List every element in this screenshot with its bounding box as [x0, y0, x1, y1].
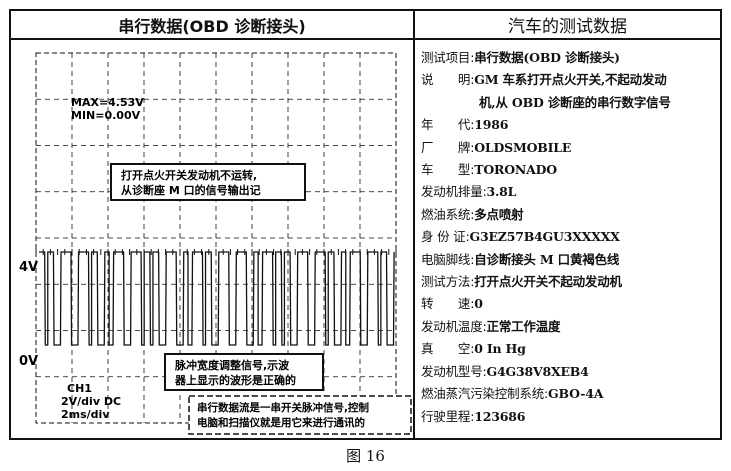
test-data-rows: 测试项目:串行数据(OBD 诊断接头)说 明:GM 车系打开点火开关,不起动发动… [421, 47, 716, 428]
test-data-row: 发动机温度:正常工作温度 [421, 316, 716, 338]
row-label: 燃油系统: [421, 206, 475, 222]
row-value: TORONADO [474, 162, 557, 178]
row-label: 真 空: [421, 341, 475, 357]
row-label: 电脑脚线: [421, 251, 475, 267]
test-data-row: 说 明:GM 车系打开点火开关,不起动发动 [421, 69, 716, 91]
test-data-row: 电脑脚线:自诊断接头 M 口黄褐色线 [421, 249, 716, 271]
waveform-panel: 串行数据(OBD 诊断接头) MAX=4.53V MIN=0.00V 4V 0V… [11, 11, 415, 438]
waveform-trace [39, 251, 395, 346]
test-data-row: 测试方法:打开点火开关不起动发动机 [421, 271, 716, 293]
test-data-row: 年 代:1986 [421, 114, 716, 136]
row-label: 测试项目: [421, 50, 475, 65]
test-data-row: 身 份 证:G3EZ57B4GU3XXXXX [421, 226, 716, 248]
annotation-mid-box [164, 353, 324, 391]
test-data-row: 发动机排量:3.8L [421, 181, 716, 203]
annotation-top-box [110, 163, 306, 201]
test-data-row: 转 速:0 [421, 293, 716, 315]
row-label: 燃油蒸汽污染控制系统: [421, 386, 549, 402]
test-data-row: 车 型:TORONADO [421, 159, 716, 181]
annotation-top-line2: 从诊断座 M 口的信号输出记 [121, 183, 261, 197]
row-value: 自诊断接头 M 口黄褐色线 [474, 251, 620, 267]
annotation-bottom-line2: 电脑和扫描仪就是用它来进行通讯的 [197, 416, 365, 429]
test-data-row: 发动机型号:G4G38V8XEB4 [421, 361, 716, 383]
row-label: 身 份 证: [421, 229, 470, 245]
row-value: 123686 [474, 408, 526, 424]
row-value: G4G38V8XEB4 [486, 363, 589, 379]
test-data-panel: 汽车的测试数据 测试项目:串行数据(OBD 诊断接头)说 明:GM 车系打开点火… [415, 11, 720, 438]
figure-caption: 图 16 [346, 447, 385, 465]
channel-time-div: 2ms/div [61, 408, 110, 421]
row-label: 发动机排量: [421, 184, 487, 200]
row-value: G3EZ57B4GU3XXXXX [469, 229, 620, 245]
marker-0v: 0V [19, 354, 38, 369]
test-data-title: 汽车的测试数据 [415, 11, 720, 40]
row-value: 串行数据(OBD 诊断接头) [474, 50, 620, 65]
row-label: 行驶里程: [421, 408, 475, 424]
waveform-title: 串行数据(OBD 诊断接头) [11, 11, 413, 40]
row-value: 正常工作温度 [486, 318, 561, 334]
row-label: 发动机型号: [421, 363, 487, 379]
test-data-row: 测试项目:串行数据(OBD 诊断接头) [421, 47, 716, 69]
test-data-row: 厂 牌:OLDSMOBILE [421, 137, 716, 159]
marker-4v: 4V [19, 260, 38, 275]
row-label: 说 明: [421, 72, 475, 88]
row-label: 测试方法: [421, 274, 475, 290]
row-value: 打开点火开关不起动发动机 [474, 274, 622, 290]
row-label: 转 速: [421, 296, 475, 312]
annotation-bottom-box [188, 395, 412, 435]
channel-volt-div: 2V/div DC [61, 395, 121, 408]
max-label: MAX=4.53V [71, 96, 144, 109]
row-value: 0 [474, 296, 483, 312]
annotation-mid-line1: 脉冲宽度调整信号,示波 [174, 358, 290, 372]
annotation-mid-line2: 器上显示的波形是正确的 [174, 373, 296, 387]
row-label: 年 代: [421, 117, 475, 133]
test-data-row: 燃油系统:多点喷射 [421, 204, 716, 226]
row-value: 1986 [474, 117, 509, 133]
test-data-row: 行驶里程:123686 [421, 406, 716, 428]
row-value: 机,从 OBD 诊断座的串行数字信号 [479, 94, 671, 110]
annotation-bottom-line1: 串行数据流是一串开关脉冲信号,控制 [197, 401, 369, 414]
min-label: MIN=0.00V [71, 109, 141, 122]
row-label: 发动机温度: [421, 318, 487, 334]
row-value: 多点喷射 [474, 206, 524, 222]
row-label: 厂 牌: [421, 139, 475, 155]
test-data-row: 燃油蒸汽污染控制系统:GBO-4A [421, 383, 716, 405]
row-value: 3.8L [486, 184, 517, 200]
row-value: GBO-4A [548, 386, 604, 402]
figure-frame: 串行数据(OBD 诊断接头) MAX=4.53V MIN=0.00V 4V 0V… [9, 9, 722, 440]
row-value: OLDSMOBILE [474, 139, 572, 155]
annotation-top-line1: 打开点火开关发动机不运转, [121, 168, 257, 182]
row-value: 0 In Hg [474, 341, 526, 357]
oscilloscope-screen: MAX=4.53V MIN=0.00V 4V 0V 打开点火开关发动机不运转, … [19, 52, 412, 435]
test-data-row: 机,从 OBD 诊断座的串行数字信号 [421, 92, 716, 114]
test-data-row: 真 空:0 In Hg [421, 338, 716, 360]
row-label: 车 型: [421, 162, 475, 178]
channel-name: CH1 [67, 382, 92, 395]
row-value: GM 车系打开点火开关,不起动发动 [474, 72, 667, 88]
